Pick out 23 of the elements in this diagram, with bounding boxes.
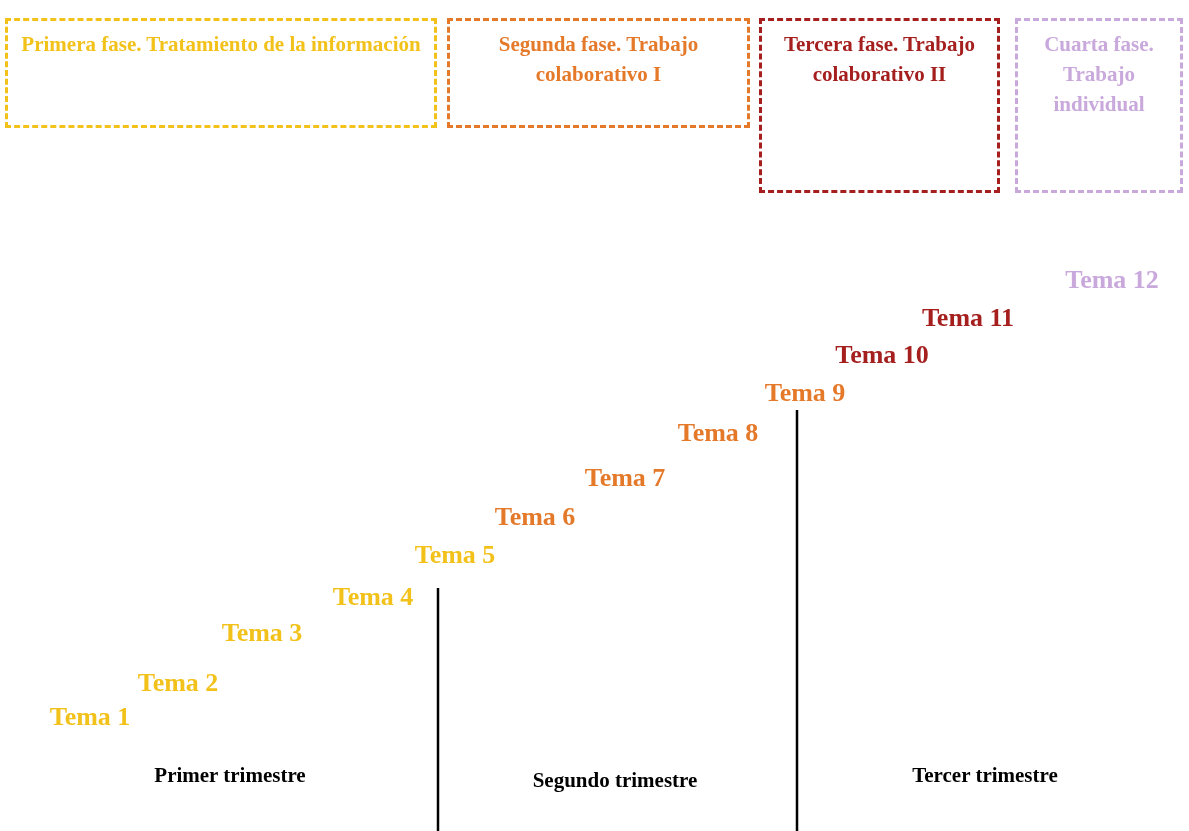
phase-box — [447, 18, 750, 128]
topic-label: Tema 5 — [414, 540, 496, 570]
term-label: Tercer trimestre — [912, 762, 1058, 788]
term-label: Primer trimestre — [154, 762, 306, 788]
topic-label: Tema 2 — [137, 668, 219, 698]
phase-title: Primera fase. Tratamiento de la información — [21, 31, 421, 58]
phase-box — [5, 18, 437, 128]
topic-label: Tema 9 — [764, 378, 846, 408]
phase-title: Segunda fase. Trabajo colaborativo I — [497, 31, 700, 88]
topic-label: Tema 1 — [49, 702, 131, 732]
phase-title: Tercera fase. Trabajo colaborativo II — [782, 31, 977, 88]
topic-label: Tema 11 — [921, 303, 1015, 333]
topic-label: Tema 6 — [494, 502, 576, 532]
phase-box — [759, 18, 1000, 193]
topic-label: Tema 4 — [332, 582, 414, 612]
topic-label: Tema 7 — [584, 463, 666, 493]
topic-label: Tema 3 — [221, 618, 303, 648]
term-label: Segundo trimestre — [532, 767, 698, 793]
topic-label: Tema 12 — [1065, 265, 1159, 295]
topic-label: Tema 8 — [677, 418, 759, 448]
phase-box — [1015, 18, 1183, 193]
phase-title: Cuarta fase. Trabajo individual — [1043, 31, 1155, 118]
topic-label: Tema 10 — [835, 340, 929, 370]
